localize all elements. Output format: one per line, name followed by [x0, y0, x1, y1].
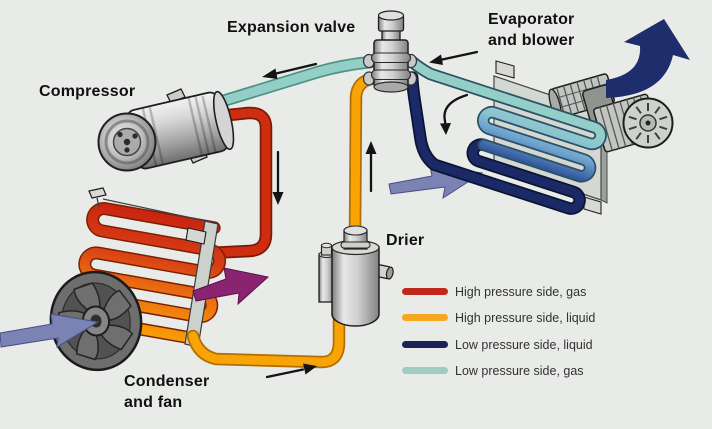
label-evaporator-line2: and blower — [488, 32, 575, 49]
label-compressor: Compressor — [39, 83, 136, 100]
label-evaporator-line1: Evaporator — [488, 11, 575, 28]
condenser-bracket-left — [88, 187, 107, 199]
condenser-fan — [49, 270, 143, 372]
flow-arrow-left-to-compressor-icon — [262, 62, 318, 79]
drier-graphic — [318, 225, 394, 327]
blower-wheel-face — [622, 97, 674, 149]
condenser-frame — [88, 187, 219, 348]
evaporator-bracket-top — [495, 60, 515, 79]
legend-item-high-pressure-gas: High pressure side, gas — [402, 284, 586, 299]
flow-arrow-down-icon — [272, 150, 284, 205]
hot-air-out-arrow-icon — [192, 267, 270, 306]
legend-item-high-pressure-liquid: High pressure side, liquid — [402, 310, 595, 325]
label-drier: Drier — [386, 232, 425, 249]
expansion-valve-graphic — [362, 10, 418, 93]
flow-arrow-up-icon — [365, 141, 377, 193]
flow-arrow-right-icon — [265, 363, 317, 379]
compressor-graphic — [97, 88, 235, 172]
legend-swatch-high-pressure-liquid — [402, 313, 448, 322]
label-condenser-line2: and fan — [124, 394, 183, 411]
cold-air-out-arrow-icon — [606, 19, 690, 98]
legend-label: High pressure side, gas — [455, 284, 587, 299]
legend-label: Low pressure side, liquid — [455, 337, 593, 352]
label-evaporator: Evaporator and blower — [488, 9, 574, 51]
condenser-bracket-right — [185, 227, 207, 245]
compressor-pulley — [97, 112, 157, 172]
legend-swatch-low-pressure-liquid — [402, 340, 448, 349]
legend-item-low-pressure-gas: Low pressure side, gas — [402, 363, 584, 378]
compressor-bracket-top — [166, 88, 186, 104]
legend-label: Low pressure side, gas — [455, 363, 584, 378]
legend-swatch-low-pressure-gas — [402, 366, 448, 375]
label-condenser-line1: Condenser — [124, 373, 210, 390]
airflow-into-condenser-arrow-icon — [0, 313, 100, 348]
legend-swatch-high-pressure-gas — [402, 287, 448, 296]
legend-item-low-pressure-liquid: Low pressure side, liquid — [402, 337, 593, 352]
legend-label: High pressure side, liquid — [455, 310, 596, 325]
label-condenser: Condenser and fan — [124, 371, 209, 413]
flow-arrow-left-from-evaporator-icon — [429, 50, 479, 65]
flow-arrow-curved-down-icon — [440, 93, 469, 135]
label-expansion-valve: Expansion valve — [227, 19, 356, 36]
